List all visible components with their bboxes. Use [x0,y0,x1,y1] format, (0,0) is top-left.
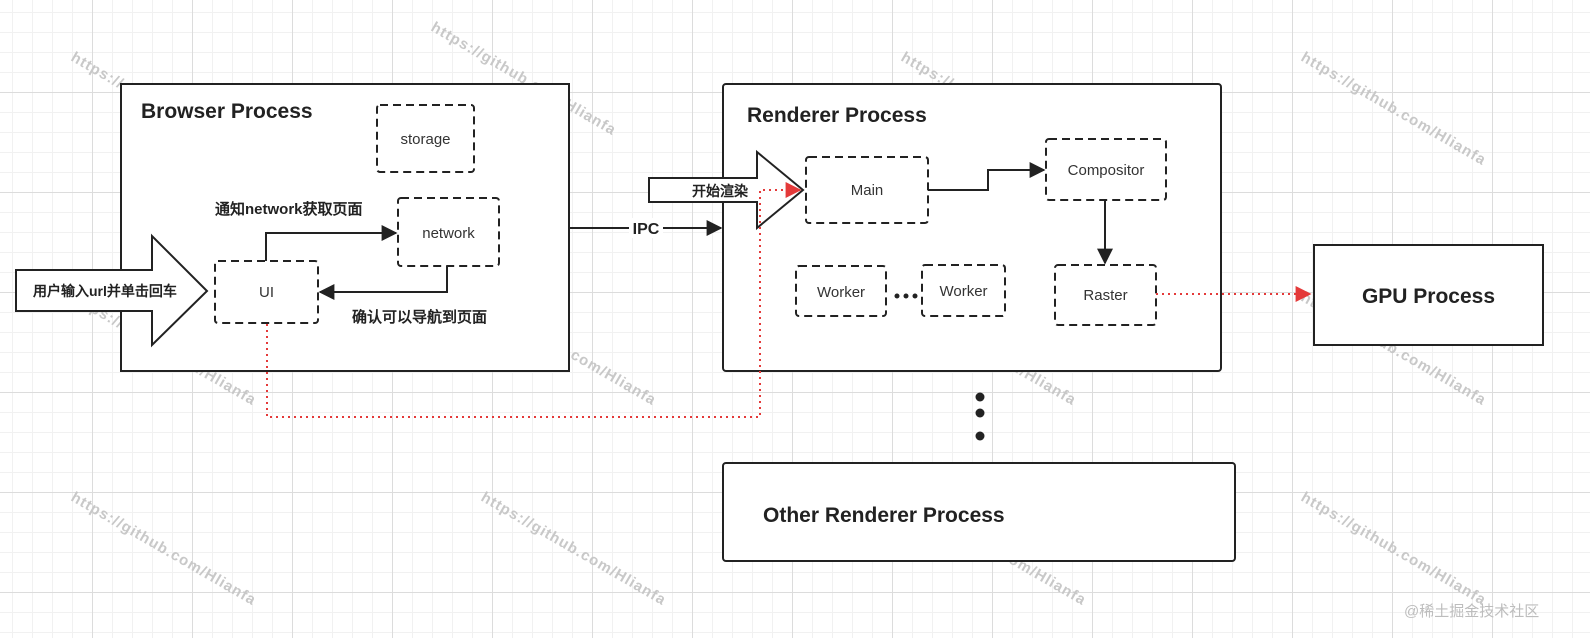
storage-thread-box [376,104,475,173]
worker-thread-label: Worker [817,284,865,301]
ipc-label-background [629,218,663,238]
ui-thread-label: UI [259,284,274,301]
notify-network-label: 通知network获取页面 [215,200,363,218]
other-renderer-process-title: Other Renderer Process [763,504,1005,527]
worker-thread-label: Worker [939,283,987,300]
network-thread-label: network [422,225,475,242]
source-credit: @稀土掘金技术社区 [1404,603,1539,620]
worker-thread-box [795,265,887,317]
watermark-text: https://github.com/Hlianfa [478,489,669,609]
user-input-label: 用户输入url并单击回车 [33,283,177,299]
gpu-process-box [1313,244,1544,346]
worker-thread-box [921,264,1006,317]
network-to-ui-edge [318,266,448,300]
ellipsis-dot [912,293,918,299]
raster-thread-label: Raster [1083,287,1127,304]
ui-thread-box [214,260,319,324]
watermark-text: https://github.com/Hlianfa [1298,489,1489,609]
ui-to-network-edge [265,225,398,261]
watermark-text: https://github.com/Hlianfa [1298,49,1489,169]
ellipsis-dot [903,293,909,299]
start-render-label: 开始渲染 [692,183,749,199]
ipc-label: IPC [633,221,660,238]
browser-process-title: Browser Process [141,100,313,123]
raster-thread-box [1054,264,1157,326]
watermark-text: https://github.com/Hlianfa [68,489,259,609]
main-thread-label: Main [851,182,884,199]
gpu-process-title: GPU Process [1362,285,1495,308]
compositor-thread-label: Compositor [1068,162,1145,179]
storage-thread-label: storage [400,131,450,148]
browser-process-box [120,83,570,372]
ui-to-main-dotted-edge [266,182,802,418]
start-render-block-arrow [648,149,805,231]
renderer-process-title: Renderer Process [747,104,927,127]
ellipsis-dot [894,293,900,299]
network-thread-box [397,197,500,267]
user-input-block-arrow [15,233,209,348]
confirm-navigation-label: 确认可以导航到页面 [352,308,487,326]
other-renderer-process-box [722,462,1236,562]
renderer-process-box [722,83,1222,372]
main-to-compositor-edge [928,162,1046,191]
vertical-ellipsis-dot [975,408,985,418]
vertical-ellipsis-dot [975,392,985,402]
vertical-ellipsis-dot [975,431,985,441]
